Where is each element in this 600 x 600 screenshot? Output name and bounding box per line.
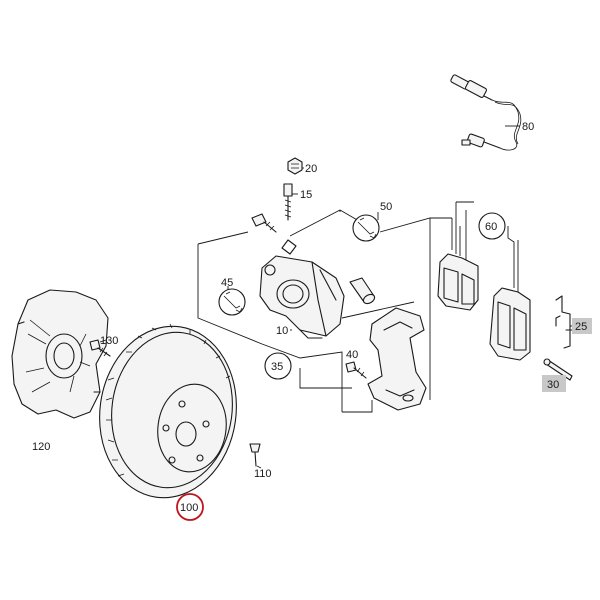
callout-60: 60: [478, 212, 506, 240]
screw-part-110[interactable]: [249, 443, 261, 467]
wrench-callout-45: 45: [218, 277, 246, 316]
bleed-screw-part-15[interactable]: [283, 183, 293, 221]
nut-part-20[interactable]: [287, 157, 303, 175]
brake-disc-part-100[interactable]: [89, 317, 248, 506]
part-label-25: 25: [575, 321, 587, 333]
callout-35: 35: [264, 352, 292, 380]
part-label-50: 50: [380, 201, 392, 213]
guide-pin-part[interactable]: [349, 277, 376, 305]
part-label-120: 120: [32, 441, 50, 453]
part-label-10: 10: [276, 325, 288, 337]
part-label-100: 100: [180, 502, 198, 514]
part-label-60: 60: [485, 221, 497, 233]
part-label-110: 110: [254, 468, 272, 480]
wear-sensor-part[interactable]: [450, 74, 522, 151]
part-label-130: 130: [100, 335, 118, 347]
shaded-label-bg-30: [542, 375, 566, 392]
bolt-part-130[interactable]: [89, 339, 111, 357]
caliper-bolt-part[interactable]: [251, 213, 277, 233]
shaded-label-bg-25: [572, 318, 592, 334]
brake-pad-set-part-60[interactable]: [437, 253, 531, 361]
part-label-30: 30: [547, 379, 559, 391]
wrench-callout-50: 50: [352, 201, 392, 242]
part-label-45: 45: [221, 277, 233, 289]
spring-clip-part-25[interactable]: [555, 295, 573, 349]
bracket-bolt-part-40[interactable]: [345, 361, 367, 379]
splash-shield-part-120[interactable]: [11, 289, 109, 419]
caliper-bracket-part[interactable]: [367, 307, 427, 411]
wrench-icon: [223, 291, 243, 313]
part-label-20: 20: [305, 163, 317, 175]
part-label-40: 40: [346, 349, 358, 361]
pad-set-leader-lines: [451, 201, 519, 292]
highlight-ring-100: [176, 493, 204, 521]
part-label-15: 15: [300, 189, 312, 201]
part-label-35: 35: [271, 361, 283, 373]
caliper-body-part-10[interactable]: [259, 239, 345, 339]
wrench-icon: [357, 217, 377, 239]
part-label-80: 80: [522, 121, 534, 133]
